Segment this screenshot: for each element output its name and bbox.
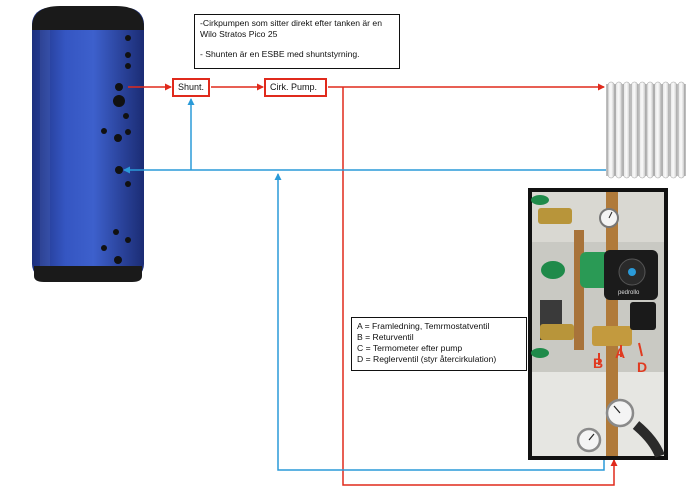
manifold-return-pipe	[274, 173, 605, 471]
radiator-fin	[623, 81, 631, 179]
legend-item-c: C = Termometer efter pump	[357, 343, 463, 353]
return-pipes	[123, 98, 606, 471]
radiator-fin	[662, 81, 670, 179]
radiator-fin	[638, 81, 646, 179]
photo-letter-a: A	[615, 345, 626, 361]
photo-letter-d: D	[637, 359, 648, 375]
tank-top-cap	[32, 6, 144, 30]
pump-info-note: -Cirkpumpen som sitter direkt efter tank…	[194, 14, 400, 69]
tank-bottom-cap	[34, 266, 142, 282]
legend-item-d: D = Reglerventil (styr återcirkulation)	[357, 354, 497, 364]
radiator-fin	[607, 81, 615, 179]
photo-letter-b: B	[593, 355, 604, 371]
radiator-fin	[646, 81, 654, 179]
radiator-fin	[631, 81, 638, 179]
pump-brand-text: pedrollo	[618, 290, 640, 296]
radiator-fin	[677, 81, 685, 179]
pump-group-photo: pedrollo	[528, 188, 668, 460]
circulation-pump-label: Cirk. Pump.	[264, 78, 327, 97]
legend-item-b: B = Returventil	[357, 332, 414, 342]
pump-to-manifold-pipe	[342, 87, 618, 486]
radiator-fin	[615, 81, 623, 179]
radiator-fin	[670, 81, 677, 179]
hot-water-tank	[32, 6, 144, 282]
radiator-fin	[654, 81, 662, 179]
radiator	[606, 81, 686, 179]
legend-item-a: A = Framledning, Temrmostatventil	[357, 321, 490, 331]
note-line-3: - Shunten är en ESBE med shuntstyrning.	[200, 49, 360, 59]
supply-pipes	[128, 83, 618, 486]
note-line-2: Wilo Stratos Pico 25	[200, 29, 278, 39]
shunt-label: Shunt.	[172, 78, 210, 97]
note-line-1: -Cirkpumpen som sitter direkt efter tank…	[200, 18, 382, 28]
valve-legend: A = Framledning, Temrmostatventil B = Re…	[351, 317, 527, 371]
